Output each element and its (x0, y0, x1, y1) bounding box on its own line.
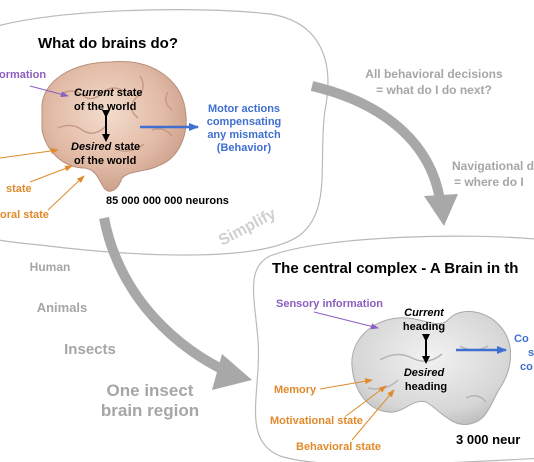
bottom-motor-line1: Co (514, 333, 529, 345)
motor-line3: any mismatch (207, 129, 281, 141)
motor-line2: compensating (207, 116, 282, 128)
motor-line4: (Behavior) (217, 142, 272, 154)
top-panel-title: What do brains do? (38, 35, 178, 52)
navigational-line1: Navigational d (452, 159, 534, 173)
orange-arrow-1 (0, 147, 59, 159)
desired-state-line2: of the world (74, 155, 136, 167)
decision-curve-arrowhead (424, 194, 458, 226)
current-heading-italic: Current (404, 307, 445, 319)
scale-insects: Insects (64, 341, 116, 358)
bottom-panel-outline (252, 235, 534, 462)
navigational-line2: = where do I (454, 175, 524, 189)
sensory-arrow (29, 85, 69, 98)
simplify-curve-arrow (99, 217, 231, 377)
human-neuron-count: 85 000 000 000 neurons (106, 195, 229, 207)
bottom-sensory-arrow (313, 311, 379, 330)
simplify-label: Simplify (216, 205, 279, 249)
scale-region-line2: brain region (101, 401, 199, 420)
bottom-motor-line3: co (520, 361, 533, 373)
scale-animals: Animals (37, 300, 88, 315)
insect-neuron-count: 3 000 neur (456, 432, 520, 447)
scale-human: Human (30, 260, 71, 274)
current-state-label: Current state (74, 87, 142, 99)
behavioral-decisions-line1: All behavioral decisions (365, 67, 503, 81)
simplify-curve-arrowhead (212, 354, 252, 390)
scale-region-line1: One insect (107, 381, 194, 400)
memory-label: Memory (274, 384, 317, 396)
behavioral-decisions-line2: = what do I do next? (376, 83, 492, 97)
desired-heading-line2: heading (405, 381, 447, 393)
memory-arrow (319, 378, 373, 390)
top-panel-outline (0, 9, 329, 256)
desired-heading-italic: Desired (404, 367, 445, 379)
bottom-sensory-label: Sensory information (276, 298, 383, 310)
current-heading-line2: heading (403, 321, 445, 333)
current-state-line2: of the world (74, 101, 136, 113)
bottom-motor-line2: s (528, 347, 534, 359)
state-label: state (6, 183, 32, 195)
orange-arrow-2 (29, 165, 73, 183)
decision-curve-arrow (310, 81, 445, 201)
oral-state-label: oral state (0, 209, 49, 221)
desired-state-label: Desired state (71, 141, 140, 153)
motor-line1: Motor actions (208, 103, 280, 115)
motivational-label: Motivational state (270, 415, 363, 427)
behavioral-arrow (351, 389, 395, 441)
bottom-panel-title: The central complex - A Brain in th (272, 260, 518, 277)
behavioral-label: Behavioral state (296, 441, 381, 453)
orange-arrow-3 (47, 175, 85, 211)
motivational-arrow (345, 385, 387, 417)
human-brain-image (41, 60, 187, 192)
sensory-info-label: ormation (0, 69, 46, 81)
